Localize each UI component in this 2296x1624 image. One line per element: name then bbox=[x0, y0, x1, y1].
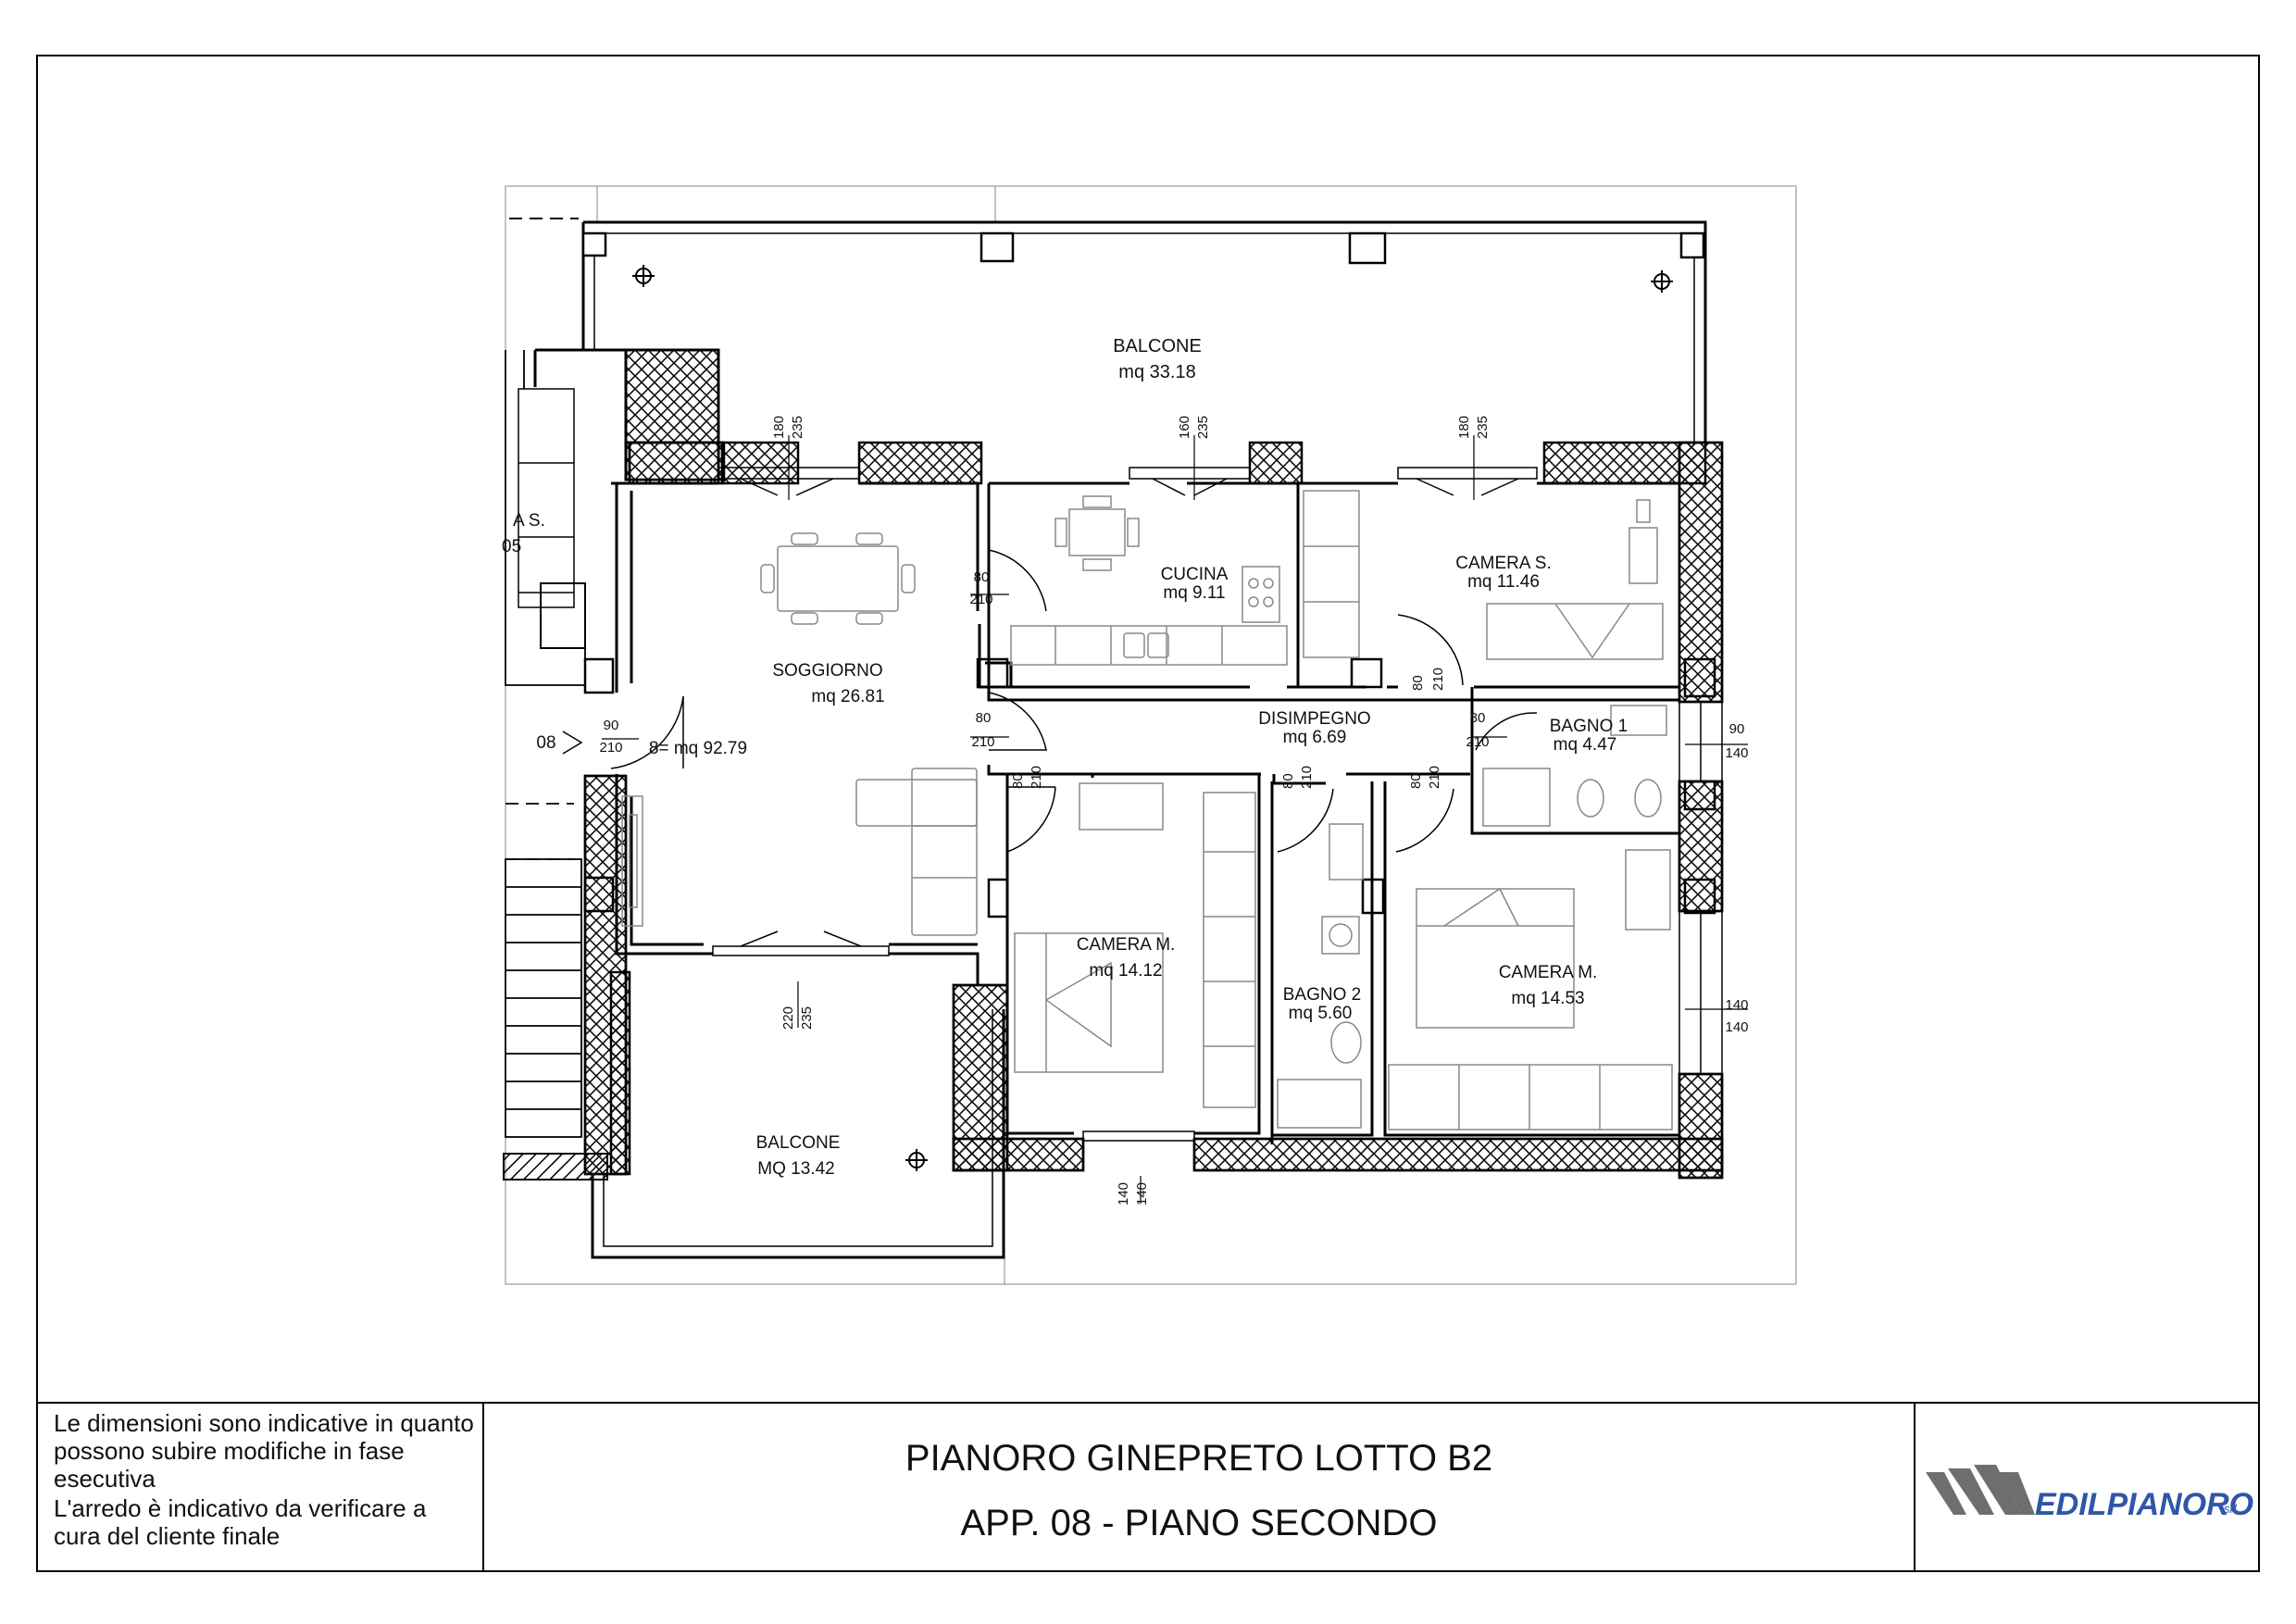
kitchen-table bbox=[1054, 495, 1140, 571]
opening-dim: 180 bbox=[1456, 416, 1472, 439]
room-name: BAGNO 2 bbox=[1283, 985, 1361, 1005]
opening-dim: 210 bbox=[1466, 734, 1489, 750]
room-name: CUCINA bbox=[1161, 565, 1229, 584]
room-area: mq 9.11 bbox=[1163, 583, 1225, 603]
dimension-ticks bbox=[602, 435, 1748, 1204]
interior-walls bbox=[583, 481, 1716, 1144]
opening-dim: 210 bbox=[599, 740, 622, 756]
room-name: CAMERA S. bbox=[1455, 554, 1551, 573]
opening-dim: 210 bbox=[1029, 766, 1044, 789]
opening-dim: 210 bbox=[1430, 668, 1446, 691]
drain-icon bbox=[632, 265, 655, 287]
disclaimer-notes: Le dimensioni sono indicative in quanto … bbox=[54, 1409, 480, 1552]
neighbor-apartment bbox=[518, 388, 586, 649]
note-furniture: L'arredo è indicativo da verificare a cu… bbox=[54, 1494, 427, 1550]
room-area: mq 11.46 bbox=[1467, 572, 1540, 592]
room-name: BAGNO 1 bbox=[1550, 717, 1628, 736]
room-name: BALCONE bbox=[1113, 336, 1202, 356]
tv-unit bbox=[621, 795, 643, 927]
opening-dim: 210 bbox=[1299, 766, 1315, 789]
exterior-wall-west bbox=[503, 774, 631, 1181]
window-north bbox=[718, 467, 1538, 496]
opening-dim: 140 bbox=[1725, 997, 1748, 1013]
room-name: SOGGIORNO bbox=[772, 661, 882, 681]
room-area: mq 6.69 bbox=[1283, 728, 1347, 747]
opening-dim: 220 bbox=[780, 1006, 796, 1030]
opening-dim: 140 bbox=[1725, 1019, 1748, 1035]
opening-dim: 140 bbox=[1134, 1182, 1150, 1206]
opening-dim: 235 bbox=[790, 416, 805, 439]
camera-m-right-furniture bbox=[1388, 849, 1673, 1131]
kitchen-counter bbox=[1010, 566, 1288, 666]
neighbor-area: 05 bbox=[502, 537, 521, 556]
project-title: PIANORO GINEPRETO LOTTO B2 bbox=[905, 1438, 1493, 1479]
camera-m-left-furniture bbox=[1014, 782, 1256, 1108]
entrance-marker bbox=[562, 731, 583, 755]
unit-marker: 08 bbox=[536, 733, 555, 753]
opening-dim: 140 bbox=[1116, 1182, 1131, 1206]
opening-dim: 90 bbox=[604, 718, 619, 733]
opening-dim: 80 bbox=[1410, 675, 1426, 691]
opening-dim: 210 bbox=[971, 734, 994, 750]
opening-dim: 80 bbox=[1408, 773, 1424, 789]
balcone-north bbox=[581, 220, 1707, 443]
opening-dim: 235 bbox=[799, 1006, 815, 1030]
sofa bbox=[855, 768, 978, 936]
room-area: mq 26.81 bbox=[811, 687, 884, 706]
room-area: mq 5.60 bbox=[1289, 1004, 1353, 1023]
note-dimensions: Le dimensioni sono indicative in quanto … bbox=[54, 1409, 474, 1493]
neighbor-label: A S. bbox=[513, 511, 545, 531]
logo-suffix: srl bbox=[2224, 1502, 2237, 1516]
balcone-south bbox=[591, 1009, 1005, 1259]
opening-dim: 160 bbox=[1177, 416, 1192, 439]
opening-dim: 80 bbox=[1010, 773, 1026, 789]
room-name: CAMERA M. bbox=[1499, 963, 1598, 982]
opening-dim: 80 bbox=[1280, 773, 1296, 789]
plan-viewport bbox=[505, 185, 1797, 1285]
opening-dim: 90 bbox=[1729, 721, 1745, 737]
total-area: 8= mq 92.79 bbox=[649, 739, 747, 758]
opening-dim: 210 bbox=[1427, 766, 1442, 789]
room-area: mq 14.12 bbox=[1089, 961, 1162, 981]
window-south bbox=[712, 931, 1195, 1142]
exterior-wall-north-outline bbox=[533, 348, 718, 444]
camera-s-furniture bbox=[1303, 490, 1664, 660]
room-area: mq 4.47 bbox=[1554, 735, 1617, 755]
opening-dim: 80 bbox=[976, 710, 992, 726]
opening-dim: 80 bbox=[974, 569, 990, 585]
door-swings bbox=[610, 549, 1538, 853]
opening-dim: 140 bbox=[1725, 745, 1748, 761]
window-east bbox=[1678, 701, 1723, 1075]
room-area: MQ 13.42 bbox=[757, 1159, 834, 1179]
bagno-2-fixtures bbox=[1277, 823, 1364, 1129]
room-area: mq 14.53 bbox=[1511, 989, 1584, 1008]
opening-dim: 180 bbox=[771, 416, 787, 439]
opening-dim: 235 bbox=[1195, 416, 1211, 439]
opening-dim: 80 bbox=[1470, 710, 1486, 726]
opening-dim: 235 bbox=[1475, 416, 1491, 439]
logo-wordmark: EDILPIANORO bbox=[2035, 1487, 2254, 1522]
room-name: DISIMPEGNO bbox=[1258, 709, 1370, 729]
room-name: CAMERA M. bbox=[1077, 935, 1176, 955]
room-name: BALCONE bbox=[756, 1133, 841, 1153]
exterior-wall-south bbox=[952, 983, 1724, 1172]
opening-dim: 210 bbox=[969, 592, 992, 607]
sheet-subtitle: APP. 08 - PIANO SECONDO bbox=[960, 1503, 1438, 1543]
drain-icon bbox=[905, 1149, 928, 1171]
sheet-border bbox=[36, 55, 2260, 1572]
dining-table bbox=[760, 532, 916, 625]
room-area: mq 33.18 bbox=[1118, 362, 1195, 382]
edilpianoro-logo-mark bbox=[1926, 1465, 2035, 1515]
drain-icon bbox=[1651, 270, 1673, 293]
bagno-1-fixtures bbox=[1482, 705, 1667, 827]
